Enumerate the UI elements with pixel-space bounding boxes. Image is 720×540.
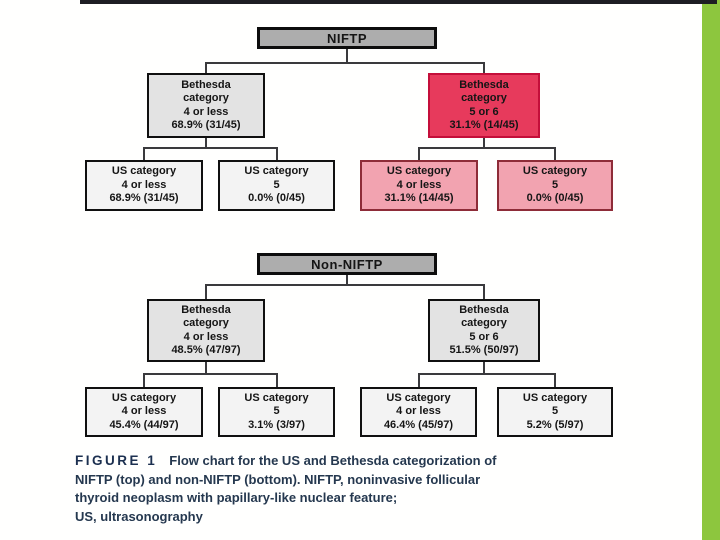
non-niftp-root-box: Non-NIFTP xyxy=(257,253,437,275)
non-niftp-root-label: Non-NIFTP xyxy=(311,256,383,272)
box-line: 5 or 6 xyxy=(469,330,499,343)
box-line: Bethesda xyxy=(459,78,509,91)
box-line: category xyxy=(183,92,229,104)
box-line: US category xyxy=(111,391,177,404)
box-line: US category xyxy=(111,165,177,178)
niftp-bethesda-5or6-box-highlighted: Bethesda category 5 or 6 31.1% (14/45) xyxy=(428,73,540,138)
niftp-root-box: NIFTP xyxy=(257,27,437,49)
box-line: 68.9% (31/45) xyxy=(171,119,241,131)
box-line: US category xyxy=(386,165,452,178)
box-line: 5 xyxy=(273,178,280,191)
accent-green-bar xyxy=(702,0,720,540)
caption-line: US, ultrasonography xyxy=(75,508,203,524)
box-line: 4 or less xyxy=(396,178,442,191)
box-line: 5 xyxy=(273,405,280,418)
non-niftp-us-4orless-box-right: US category 4 or less 46.4% (45/97) xyxy=(360,387,477,437)
non-niftp-bethesda-5or6-box: Bethesda category 5 or 6 51.5% (50/97) xyxy=(428,299,540,362)
box-line: category xyxy=(461,317,507,329)
box-line: 3.1% (3/97) xyxy=(248,418,305,431)
box-line: 4 or less xyxy=(121,405,167,418)
non-niftp-us-5-box-right: US category 5 5.2% (5/97) xyxy=(497,387,613,437)
non-niftp-us-5-box-left: US category 5 3.1% (3/97) xyxy=(218,387,335,437)
box-line: US category xyxy=(386,391,451,404)
box-line: Bethesda xyxy=(459,303,509,316)
niftp-us-5-box: US category 5 0.0% (0/45) xyxy=(218,160,335,211)
box-line: 31.1% (14/45) xyxy=(384,192,454,205)
niftp-us-4orless-box: US category 4 or less 68.9% (31/45) xyxy=(85,160,203,211)
box-line: US category xyxy=(522,165,588,178)
box-line: 48.5% (47/97) xyxy=(171,344,241,356)
caption-line: NIFTP (top) and non-NIFTP (bottom). NIFT… xyxy=(75,471,481,487)
box-line: category xyxy=(461,92,507,104)
box-line: Bethesda xyxy=(181,78,231,91)
box-line: Bethesda xyxy=(181,303,231,316)
non-niftp-us-4orless-box-left: US category 4 or less 45.4% (44/97) xyxy=(85,387,203,437)
box-line: 5 xyxy=(551,405,559,418)
box-line: 4 or less xyxy=(183,330,229,343)
box-line: US category xyxy=(522,391,588,404)
box-line: US category xyxy=(244,391,309,404)
box-line: 5.2% (5/97) xyxy=(526,418,584,431)
box-line: 31.1% (14/45) xyxy=(449,119,519,131)
box-line: US category xyxy=(244,165,309,178)
box-line: 0.0% (0/45) xyxy=(526,192,584,205)
caption-line: thyroid neoplasm with papillary-like nuc… xyxy=(75,490,398,505)
box-line: 5 xyxy=(551,178,559,191)
caption-text: Flow chart for the US and Bethesda categ… xyxy=(169,453,497,468)
non-niftp-bethesda-4orless-box: Bethesda category 4 or less 48.5% (47/97… xyxy=(147,299,265,362)
box-line: 4 or less xyxy=(396,405,441,418)
box-line: category xyxy=(183,317,229,329)
caption-line: FIGURE 1 Flow chart for the US and Bethes… xyxy=(75,452,645,471)
niftp-us-4orless-box-highlighted: US category 4 or less 31.1% (14/45) xyxy=(360,160,478,211)
figure-number-label: FIGURE 1 xyxy=(75,453,158,468)
figure-caption: FIGURE 1 Flow chart for the US and Bethes… xyxy=(75,452,645,526)
box-line: 5 or 6 xyxy=(469,105,499,118)
box-line: 4 or less xyxy=(183,105,229,118)
box-line: 4 or less xyxy=(121,178,167,191)
niftp-bethesda-4orless-box: Bethesda category 4 or less 68.9% (31/45… xyxy=(147,73,265,138)
niftp-root-label: NIFTP xyxy=(326,30,368,46)
box-line: 0.0% (0/45) xyxy=(248,192,305,205)
box-line: 51.5% (50/97) xyxy=(449,344,519,356)
box-line: 46.4% (45/97) xyxy=(383,418,454,431)
niftp-us-5-box-highlighted: US category 5 0.0% (0/45) xyxy=(497,160,613,211)
box-line: 68.9% (31/45) xyxy=(109,192,179,205)
box-line: 45.4% (44/97) xyxy=(109,418,179,431)
slide-top-rule xyxy=(80,0,717,4)
